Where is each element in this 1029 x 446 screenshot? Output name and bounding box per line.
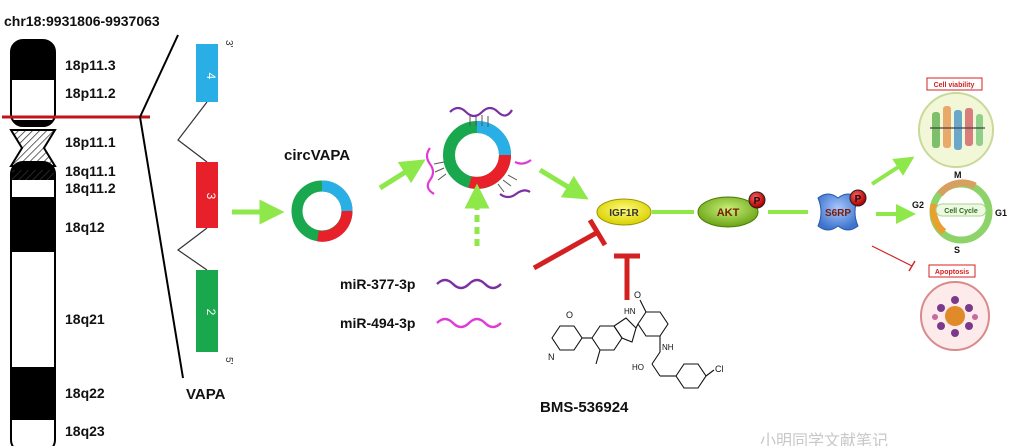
arrow-circrna-to-sponge bbox=[378, 159, 426, 191]
band-q11-1-region bbox=[11, 170, 55, 180]
atom-label: Cl bbox=[715, 364, 724, 374]
apoptotic-body bbox=[932, 296, 978, 337]
exon-number: 2 bbox=[204, 309, 218, 316]
phospho-badge bbox=[849, 189, 867, 207]
band-label: 18q23 bbox=[65, 423, 105, 439]
exon-number: 3 bbox=[204, 193, 218, 200]
phospho-label: P bbox=[754, 196, 761, 207]
phase-g1: G1 bbox=[995, 208, 1007, 218]
apoptosis-box bbox=[928, 264, 976, 278]
mirna-494-bound bbox=[425, 147, 435, 195]
exon-3 bbox=[196, 162, 218, 228]
circvapa-ring: circVAPA bbox=[284, 147, 353, 242]
circrna-ring-red bbox=[317, 210, 353, 242]
mirna-list: miR-377-3p miR-494-3p bbox=[340, 276, 502, 331]
mirna-sponge-complex bbox=[425, 106, 532, 199]
band-q23-region bbox=[11, 420, 55, 446]
mirna-label: miR-377-3p bbox=[340, 276, 415, 292]
apoptosis-label: Apoptosis bbox=[935, 269, 969, 276]
atom-label: HN bbox=[624, 307, 636, 316]
band-label: 18p11.2 bbox=[65, 85, 116, 101]
igf1r-label: IGF1R bbox=[609, 208, 639, 219]
atom-label: O bbox=[634, 290, 641, 300]
chromosome-locus: chr18:9931806-9937063 bbox=[4, 13, 160, 29]
cell-cycle-label: Cell Cycle bbox=[944, 208, 978, 215]
exon-4 bbox=[196, 44, 218, 102]
sponge-ring-blue bbox=[476, 121, 511, 156]
chromosome-ideogram: chr18:9931806-9937063 18p11.3 18p11.2 18… bbox=[2, 13, 184, 446]
band-label: 18q22 bbox=[65, 385, 105, 401]
s6rp-label: S6RP bbox=[825, 208, 851, 219]
apoptosis-panel: Apoptosis bbox=[920, 264, 990, 351]
atom-label: NH bbox=[662, 343, 674, 352]
circrna-ring-blue bbox=[321, 180, 353, 212]
three-prime-end: 3' bbox=[223, 40, 234, 48]
inhibitor-name: BMS-536924 bbox=[540, 399, 629, 416]
cell-cluster bbox=[930, 106, 985, 150]
cell-cycle-panel: Cell Cycle M G1 G2 S bbox=[912, 170, 1007, 255]
phospho-label: P bbox=[855, 194, 862, 205]
sponge-ring-red bbox=[468, 154, 511, 189]
band-q21-region bbox=[11, 252, 55, 367]
phase-m: M bbox=[954, 170, 962, 180]
akt-label: AKT bbox=[717, 207, 740, 219]
centromere bbox=[9, 129, 57, 167]
phase-s: S bbox=[954, 245, 960, 255]
zoom-line-bottom bbox=[139, 116, 184, 379]
gene-name: VAPA bbox=[186, 386, 226, 403]
bms-atom-labels: O N HN O NH HO Cl bbox=[548, 290, 724, 374]
cell-viability-label: Cell viability bbox=[934, 82, 975, 89]
inhibit-to-apoptosis bbox=[871, 245, 916, 272]
cell-viability-panel: Cell viability bbox=[918, 77, 994, 168]
s6rp-node: S6RP P bbox=[817, 189, 867, 231]
exon-number: 4 bbox=[204, 73, 218, 80]
band-label: 18q11.1 bbox=[65, 163, 116, 179]
band-label: 18p11.3 bbox=[65, 57, 116, 73]
arrow-to-cell-viability bbox=[870, 156, 915, 186]
mirna-494-wave bbox=[436, 317, 502, 329]
atom-label: HO bbox=[632, 363, 644, 372]
circrna-name: circVAPA bbox=[284, 147, 350, 164]
exon-2 bbox=[196, 270, 218, 352]
atom-label: N bbox=[548, 352, 555, 362]
inhibit-mirna-to-igf1r bbox=[532, 218, 608, 271]
igf1r-node: IGF1R bbox=[596, 198, 652, 226]
inhibit-bms-to-igf1r bbox=[614, 253, 640, 300]
intron-line bbox=[177, 101, 208, 163]
phospho-badge bbox=[748, 191, 766, 209]
mirna-label: miR-494-3p bbox=[340, 315, 415, 331]
mirna-494-bound bbox=[514, 159, 532, 165]
band-label: 18q11.2 bbox=[65, 180, 116, 196]
mirna-377-wave bbox=[436, 278, 502, 290]
bms-536924-structure bbox=[551, 299, 715, 389]
vapa-gene-structure: 4 3 2 3' 5' VAPA bbox=[176, 40, 234, 403]
band-q11-2-region bbox=[11, 180, 55, 197]
atom-label: O bbox=[566, 310, 573, 320]
intron-line bbox=[176, 227, 208, 271]
zoom-line-top bbox=[139, 34, 179, 118]
arrow-sponge-to-igf1r bbox=[538, 167, 589, 200]
band-p11-2-region bbox=[11, 80, 55, 120]
band-label: 18q12 bbox=[65, 219, 105, 235]
band-label: 18p11.1 bbox=[65, 134, 116, 150]
band-label: 18q21 bbox=[65, 311, 105, 327]
mirna-377-bound bbox=[449, 106, 513, 118]
watermark-text: 小明同学文献笔记 bbox=[760, 431, 888, 446]
akt-node: AKT P bbox=[697, 191, 766, 228]
phase-g2: G2 bbox=[912, 200, 924, 210]
cell-viability-box bbox=[926, 77, 983, 91]
five-prime-end: 5' bbox=[223, 357, 234, 365]
mirna-377-bound bbox=[499, 189, 531, 199]
